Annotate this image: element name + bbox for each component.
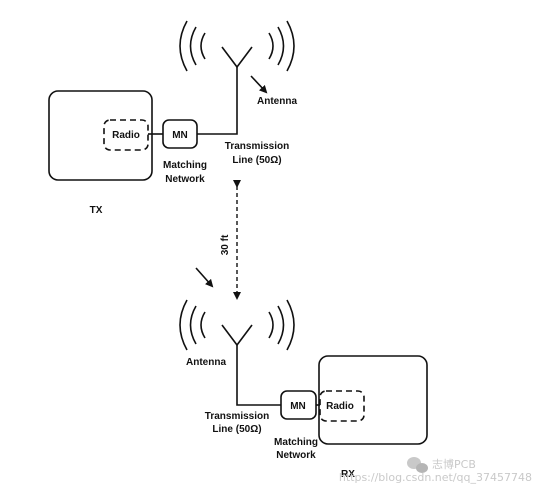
rx-device-box [318,355,428,445]
tx-radio-label: Radio [112,130,140,141]
wechat-icon [407,457,428,473]
rx-mn-label: MN [290,401,306,412]
distance-label: 30 ft [220,234,231,255]
rx-antenna-label: Antenna [186,357,226,368]
tx-matching-label-1: Matching [163,160,207,171]
tx-line-label-2: Line (50Ω) [232,155,281,166]
rx-section [179,267,428,445]
tx-section [48,20,295,181]
rx-section-label: RX [341,469,355,480]
rx-radio-box [319,390,365,422]
rx-radio-label: Radio [326,401,354,412]
tx-transmission-line [197,67,238,135]
rx-matching-label-1: Matching [274,437,318,448]
tx-mn-label: MN [172,130,188,141]
tx-device-box [48,90,153,181]
tx-radio-box [103,119,149,151]
tx-section-label: TX [90,205,103,216]
watermark-url: https://blog.csdn.net/qq_37457748 [339,471,532,484]
tx-antenna-icon [221,46,253,69]
tx-matching-label-2: Network [165,174,205,185]
rx-radio-waves-icon [179,299,295,351]
tx-line-label-1: Transmission [225,141,289,152]
watermark: 志博PCB https://blog.csdn.net/qq_37457748 [339,457,532,484]
tx-radio-waves-icon [179,20,295,72]
rx-antenna-pointer-arrow [195,267,214,288]
rx-transmission-line [236,345,281,406]
rx-matching-label-2: Network [276,450,316,461]
rx-antenna-icon [221,324,253,347]
rx-line-label-2: Line (50Ω) [212,424,261,435]
watermark-brand: 志博PCB [432,458,476,471]
rx-line-label-1: Transmission [205,411,269,422]
tx-antenna-pointer-arrow [250,75,268,94]
tx-antenna-label: Antenna [257,96,297,107]
